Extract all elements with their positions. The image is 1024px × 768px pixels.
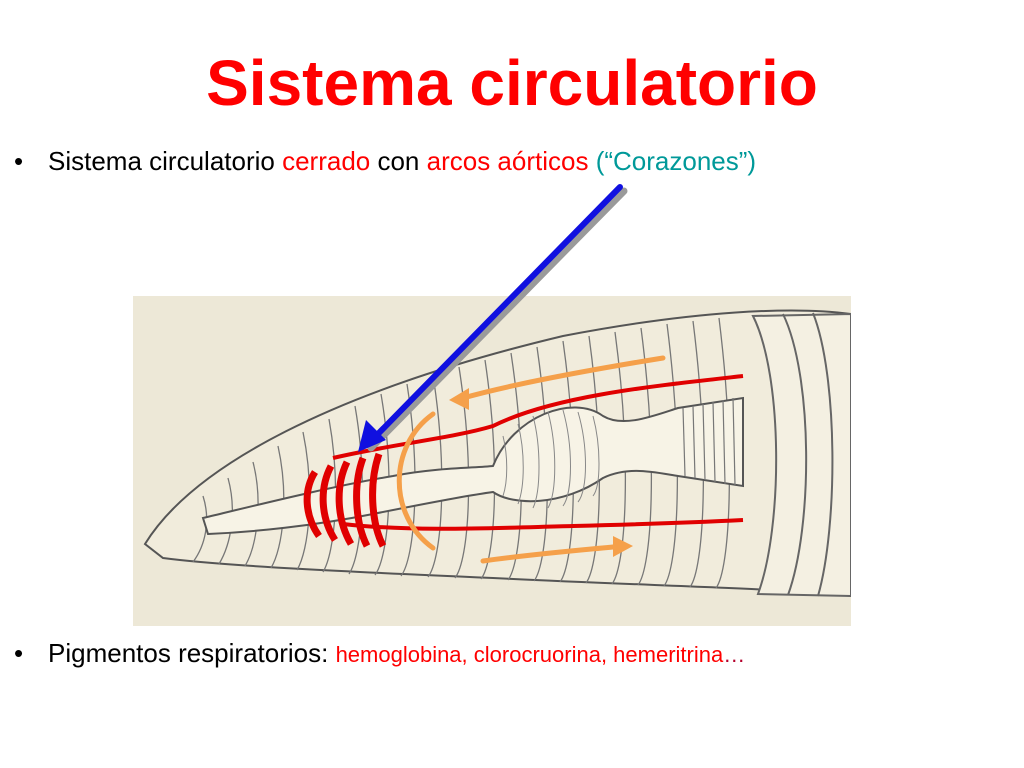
gizzard-striations [682, 397, 736, 486]
bullet-2-ellipsis: … [723, 642, 746, 667]
flow-arrow-ventral [480, 543, 626, 564]
bullet-1-space [588, 146, 595, 176]
bullet-1-arcos-aorticos: arcos aórticos [426, 146, 589, 176]
bullet-closed-circulatory-system: • Sistema circulatorio cerrado con arcos … [14, 146, 756, 177]
earthworm-anatomy-figure [133, 296, 851, 626]
bullet-1-cerrado: cerrado [282, 146, 371, 176]
bullet-1-corazones: (“Corazones”) [595, 146, 757, 176]
bullet-2-pigment-list: hemoglobina, clorocruorina, hemeritrina [335, 642, 724, 667]
ventral-vessel [342, 518, 744, 531]
bullet-marker: • [14, 146, 24, 176]
bullet-1-text-b: con [370, 146, 427, 176]
earthworm-anatomy-illustration [143, 309, 851, 598]
slide-title: Sistema circulatorio [206, 47, 818, 119]
bullet-2-text-a: Pigmentos respiratorios: [48, 638, 336, 668]
bullet-1-text-a: Sistema circulatorio [48, 146, 283, 176]
aortic-arches [303, 452, 387, 548]
arrowhead-ventral [613, 536, 633, 557]
bullet-respiratory-pigments: • Pigmentos respiratorios: hemoglobina, c… [14, 638, 745, 669]
bullet-marker: • [14, 638, 24, 668]
posterior-rings [751, 312, 851, 598]
